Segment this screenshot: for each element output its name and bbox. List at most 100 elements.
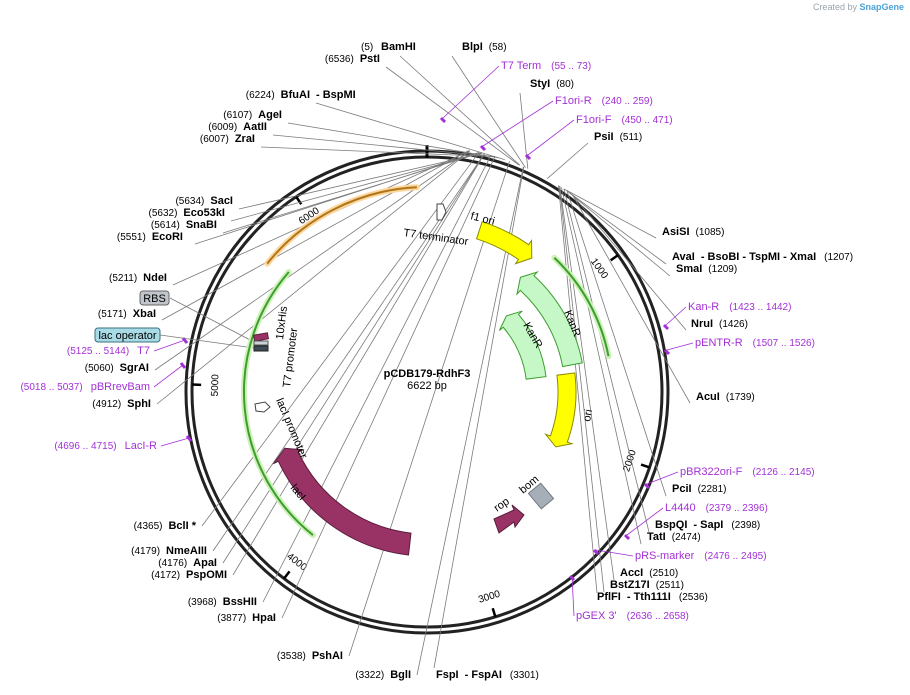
primer-prsmarker[interactable]: pRS-marker (635, 550, 695, 562)
site-bstz17i[interactable]: BstZ17I (610, 579, 650, 591)
site-bgli[interactable]: BglI (390, 669, 411, 681)
orange-feature-arc-halo (264, 184, 420, 267)
site-bfuai[interactable]: BfuAI (281, 89, 310, 101)
feature-rop[interactable] (493, 504, 525, 534)
feature-t7-terminator[interactable] (436, 203, 447, 221)
primer-mark (643, 482, 651, 490)
feature-bom[interactable] (527, 482, 555, 510)
site-isoschizomers: - BspMI (316, 89, 356, 101)
primer-lacir[interactable]: LacI-R (125, 440, 157, 452)
site-acci[interactable]: AccI (620, 567, 643, 579)
feature-laci[interactable] (272, 447, 412, 556)
site-position: (5632) (149, 208, 178, 219)
site-leader (572, 194, 691, 404)
site-leader (559, 186, 615, 581)
primer-leader (571, 575, 575, 617)
site-ndei[interactable]: NdeI (143, 272, 167, 284)
site-asisi[interactable]: AsiSI (662, 226, 690, 238)
site-bspqi[interactable]: BspQI (655, 519, 687, 531)
site-bamhi[interactable]: BamHI (381, 41, 416, 53)
primer-leader (595, 549, 634, 557)
site-nrui[interactable]: NruI (691, 318, 713, 330)
site-position: (6107) (223, 110, 252, 121)
site-apai[interactable]: ApaI (193, 557, 217, 569)
feature-kanr-inner[interactable] (498, 310, 547, 380)
tick-mark (295, 196, 303, 205)
site-position: (3322) (355, 670, 384, 681)
rbs-box[interactable] (139, 290, 170, 306)
lac-operator-box[interactable] (94, 327, 161, 343)
site-leader (222, 152, 481, 234)
site-fspi[interactable]: FspI (436, 669, 459, 681)
feature-ori[interactable] (544, 372, 577, 448)
site-tati[interactable]: TatI (647, 531, 666, 543)
primer-pgex3[interactable]: pGEX 3' (576, 610, 617, 622)
primer-mark (179, 362, 187, 369)
feature-kanr-outer[interactable] (516, 270, 583, 368)
site-blpi[interactable]: BlpI (462, 41, 483, 53)
site-position: (5634) (175, 196, 204, 207)
site-leader (315, 102, 505, 161)
primer-t7[interactable]: T7 (137, 345, 150, 357)
primer-mark (181, 337, 189, 344)
green-feature-arc-left[interactable] (243, 271, 314, 536)
site-pspomi[interactable]: PspOMI (186, 569, 227, 581)
site-bsshii[interactable]: BssHII (223, 596, 257, 608)
primer-pbr322orif[interactable]: pBR322ori-F (680, 466, 743, 478)
site-zrai[interactable]: ZraI (235, 133, 255, 145)
primer-mark (568, 574, 576, 582)
primer-t7term[interactable]: T7 Term (501, 60, 541, 72)
site-position: (2510) (649, 568, 678, 579)
site-isoschizomers: - FspAI (465, 669, 502, 681)
green-feature-arc-right[interactable] (553, 257, 610, 357)
site-pshai[interactable]: PshAI (312, 650, 343, 662)
site-agei[interactable]: AgeI (258, 109, 282, 121)
site-bcli[interactable]: BclI * (168, 520, 196, 532)
site-pflfi[interactable]: PflFI (597, 591, 621, 603)
site-nmeaiii[interactable]: NmeAIII (166, 545, 207, 557)
site-hpai[interactable]: HpaI (252, 612, 276, 624)
primer-mark (479, 144, 487, 152)
site-pcii[interactable]: PciI (672, 483, 692, 495)
site-position: (5060) (85, 363, 114, 374)
site-xbai[interactable]: XbaI (133, 308, 156, 320)
primer-mark (524, 153, 532, 161)
site-isoschizomers: - SapI (693, 519, 723, 531)
site-sphi[interactable]: SphI (127, 398, 151, 410)
primer-l4440[interactable]: L4440 (665, 502, 696, 514)
site-position: (5614) (151, 220, 180, 231)
site-smai[interactable]: SmaI (676, 263, 702, 275)
feature-10xhis[interactable] (253, 332, 269, 342)
tick-mark (609, 254, 619, 262)
primer-pbrrevbam[interactable]: pBRrevBam (91, 381, 150, 393)
site-position: (4912) (92, 399, 121, 410)
primer-kanr[interactable]: Kan-R (688, 301, 719, 313)
plasmid-length: 6622 bp (407, 380, 447, 392)
lac-operator-leader (159, 334, 255, 349)
backbone-inner (190, 155, 664, 629)
site-psii[interactable]: PsiI (594, 131, 614, 143)
primer-f1orir[interactable]: F1ori-R (555, 95, 592, 107)
site-aatii[interactable]: AatII (243, 121, 267, 133)
site-psti[interactable]: PstI (360, 53, 380, 65)
orange-feature-arc[interactable] (266, 186, 417, 265)
site-leader (567, 191, 671, 277)
primer-f1orif[interactable]: F1ori-F (576, 114, 612, 126)
site-ecori[interactable]: EcoRI (152, 231, 183, 243)
site-eco53ki[interactable]: Eco53kI (183, 207, 225, 219)
site-snabi[interactable]: SnaBI (186, 219, 217, 231)
site-sgrai[interactable]: SgrAI (120, 362, 149, 374)
site-leader (567, 191, 667, 265)
site-acui[interactable]: AcuI (696, 391, 720, 403)
site-saci[interactable]: SacI (210, 195, 233, 207)
primer-position: (5018 .. 5037) (20, 382, 82, 393)
site-styi[interactable]: StyI (530, 78, 550, 90)
feature-f1-ori[interactable] (475, 221, 533, 265)
site-avai[interactable]: AvaI (672, 251, 695, 263)
tick-mark (491, 607, 497, 618)
primer-leader (482, 100, 554, 147)
tick-label: 4000 (284, 551, 309, 574)
primer-pentrr[interactable]: pENTR-R (695, 337, 743, 349)
tick-label: 3000 (477, 589, 502, 606)
feature-laci-promoter[interactable] (254, 401, 271, 413)
